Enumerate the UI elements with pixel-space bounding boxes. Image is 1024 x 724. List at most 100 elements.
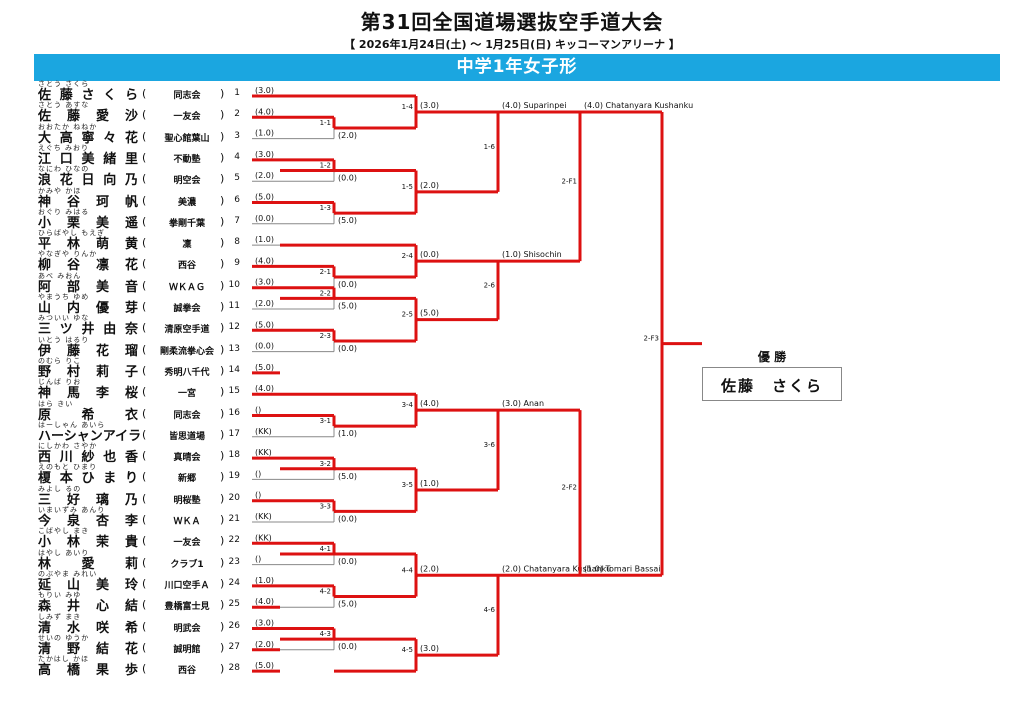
paren-close: ): [220, 321, 225, 335]
entrant-club: 不動塾: [173, 154, 201, 165]
entry-score: (3.0): [255, 86, 274, 95]
entrant-club: ＷＫＡＧ: [168, 282, 205, 293]
entrant-number: 27: [228, 641, 240, 652]
entrant-club: 美濃: [177, 197, 196, 208]
match-score: (0.0): [338, 344, 357, 353]
entrant-club: 同志会: [173, 91, 201, 101]
paren-close: ): [220, 427, 225, 441]
entrant-name: 延山美玲: [38, 577, 138, 593]
entrant-number: 16: [228, 407, 240, 418]
entrant-name: 柳谷凛花: [38, 258, 138, 274]
match-score: (4.0) Chatanyara Kushanku: [584, 101, 693, 110]
entrant-ruby: いとう はるり: [38, 335, 90, 344]
paren-open: (: [142, 385, 147, 399]
entrant-number: 17: [228, 428, 240, 439]
entrant-row: みよし るの三好璃乃(明桜塾)20: [36, 485, 258, 508]
match-score: (3.0): [420, 644, 439, 653]
paren-open: (: [142, 172, 147, 186]
entrant-club: 誠拳会: [173, 304, 201, 314]
event-subtitle: 【 2026年1月24日(土) ～ 1月25日(日) キッコーマンアリーナ 】: [344, 38, 680, 51]
entry-score: (1.0): [255, 129, 274, 138]
entrant-name: 原希衣: [38, 407, 138, 423]
entry-score: (): [255, 406, 261, 415]
entrant-name: 小栗美遥: [38, 215, 138, 231]
entrant-row: えぐち みおり江口美緒里(不動塾)4: [36, 144, 258, 167]
entrant-ruby: なにわ ひなの: [38, 165, 90, 174]
paren-open: (: [142, 236, 147, 250]
paren-close: ): [220, 598, 225, 612]
champion-label: 優 勝: [757, 350, 787, 364]
match-score: (0.0): [338, 280, 357, 289]
category-title: 中学1年女子形: [456, 57, 578, 77]
entrant-ruby: のむら りこ: [38, 356, 82, 365]
paren-close: ): [220, 108, 225, 122]
entrant-name: 小林茉貴: [38, 535, 138, 551]
entrant-ruby: いまいずみ あんり: [38, 506, 106, 514]
paren-open: (: [142, 129, 147, 143]
paren-open: (: [142, 321, 147, 335]
entrant-number: 22: [228, 535, 240, 546]
entrant-row: もりい みゆ森井心結(豊橋富士見)25: [36, 591, 258, 615]
entrant-ruby: はやし あいり: [38, 548, 90, 557]
entrant-name: 今泉杏李: [38, 514, 138, 529]
paren-open: (: [142, 513, 147, 526]
match-score: (5.0): [338, 301, 357, 310]
entrant-ruby: みついい ゆな: [38, 314, 90, 323]
entrant-number: 12: [228, 322, 240, 333]
entrant-name: 清水咲希: [38, 620, 138, 636]
entrant-number: 14: [228, 364, 240, 375]
paren-close: ): [220, 449, 225, 463]
entrant-row: こばやし まき小林茉貴(一友会)22: [36, 527, 258, 551]
entrant-number: 3: [234, 130, 240, 141]
match-id: 2-5: [402, 311, 413, 319]
entrant-row: あべ みおん阿部美音(ＷＫＡＧ)10: [36, 271, 258, 295]
match-id: 2-4: [402, 252, 414, 260]
match-score: (4.0): [420, 399, 439, 408]
paren-close: ): [220, 662, 225, 676]
paren-open: (: [142, 491, 147, 505]
entrant-number: 23: [228, 556, 240, 567]
entrant-name: 森井心結: [38, 599, 138, 615]
paren-close: ): [220, 342, 225, 356]
match-score: (2.0): [420, 181, 439, 190]
entrant-name: ハーシャンアイラ: [38, 428, 142, 444]
entry-score: (0.0): [255, 342, 274, 351]
entry-score: (4.0): [255, 256, 274, 265]
entrant-ruby: じんば りお: [38, 378, 82, 387]
match-id: 2-F3: [644, 335, 659, 343]
entrant-number: 5: [234, 173, 240, 184]
entrant-number: 2: [234, 109, 240, 120]
entrant-name: 神馬李桜: [38, 386, 138, 402]
paren-open: (: [142, 300, 147, 313]
match-id: 1-1: [320, 119, 331, 127]
match-id: 3-4: [402, 401, 414, 409]
paren-close: ): [220, 385, 225, 399]
champion-box: 佐藤 さくら: [702, 367, 842, 401]
entrant-ruby: たかはし かほ: [38, 655, 89, 664]
entrant-club: 明桜塾: [173, 495, 201, 506]
entrant-number: 20: [228, 492, 240, 503]
paren-close: ): [220, 300, 225, 313]
entrant-row: かみや かほ神谷珂帆(美濃)6: [36, 187, 258, 210]
paren-open: (: [142, 427, 147, 441]
match-id: 2-2: [320, 289, 331, 297]
entrant-number: 11: [228, 301, 240, 311]
entrant-club: 明武会: [173, 623, 201, 634]
paren-close: ): [220, 513, 225, 526]
entrant-name: 江口美緒里: [38, 151, 138, 167]
match-id: 3-1: [320, 417, 331, 425]
entrant-name: 山内優芽: [38, 301, 138, 316]
match-score: (5.0): [420, 309, 439, 318]
paren-open: (: [142, 257, 147, 271]
paren-close: ): [220, 406, 225, 420]
entrant-name: 三ツ井由奈: [38, 322, 138, 338]
entrant-club: 拳剛千葉: [168, 218, 205, 229]
entrant-ruby: あべ みおん: [38, 271, 82, 280]
entrant-name: 西川紗也香: [38, 450, 138, 466]
entrant-row: みついい ゆな三ツ井由奈(清原空手道)12: [36, 314, 258, 338]
entry-score: (): [255, 555, 261, 564]
entrant-number: 26: [228, 620, 240, 631]
match-score: (1.0): [338, 429, 357, 438]
match-id: 2-1: [320, 268, 331, 276]
